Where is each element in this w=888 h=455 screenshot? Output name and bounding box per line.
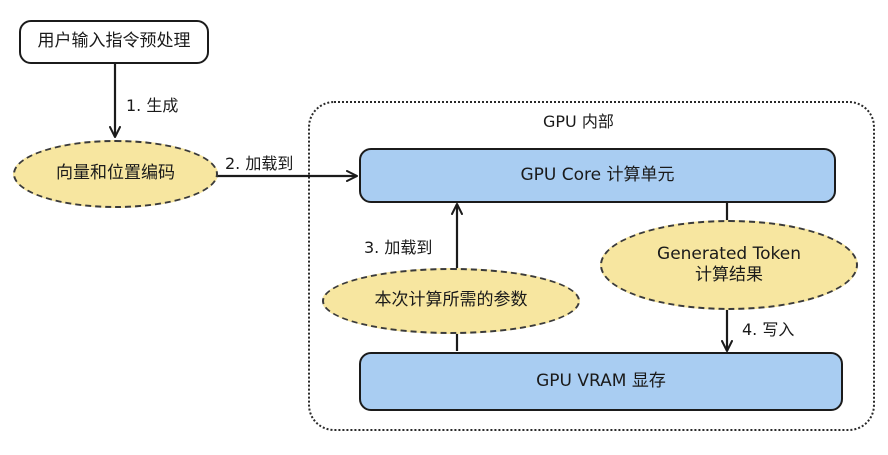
token-label-line1: Generated Token <box>657 243 801 264</box>
params-node: 本次计算所需的参数 <box>322 268 580 334</box>
edge-step4-label: 4. 写入 <box>742 316 795 340</box>
encoding-node: 向量和位置编码 <box>13 140 218 208</box>
vram-node: GPU VRAM 显存 <box>359 352 843 411</box>
token-label-line2: 计算结果 <box>695 265 763 285</box>
edge-step3-label: 3. 加载到 <box>364 234 433 258</box>
edge-step2-label: 2. 加载到 <box>225 150 294 174</box>
preprocess-node: 用户输入指令预处理 <box>19 20 209 64</box>
gpu-core-node: GPU Core 计算单元 <box>359 148 836 203</box>
gpu-internal-title: GPU 内部 <box>543 112 614 131</box>
token-node: Generated Token 计算结果 <box>600 220 858 310</box>
gpu-internal-group <box>308 101 875 431</box>
edge-step1-label: 1. 生成 <box>126 92 179 116</box>
